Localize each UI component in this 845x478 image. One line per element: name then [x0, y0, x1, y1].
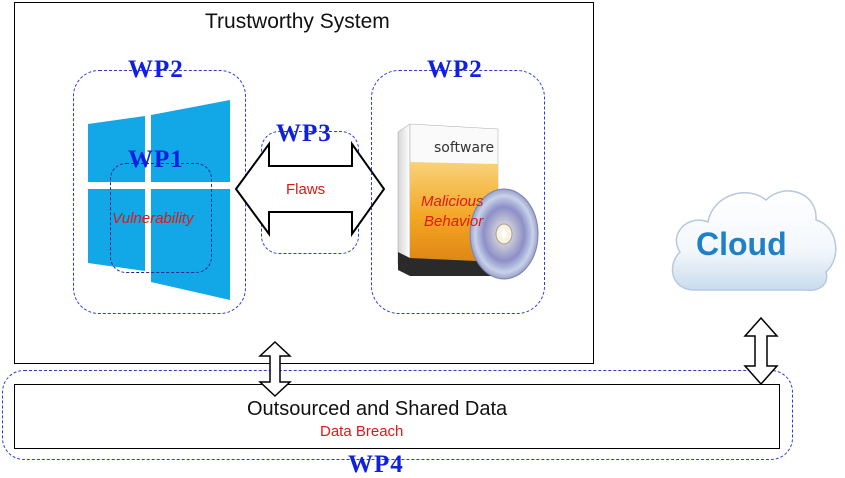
- software-box-icon: software: [397, 123, 539, 280]
- flaws-label: Flaws: [286, 181, 326, 198]
- vulnerability-label: Vulnerability: [112, 210, 194, 227]
- wp4-label: WP4: [348, 451, 404, 478]
- malicious-line1: Malicious: [421, 193, 484, 210]
- wp4-region: [2, 370, 793, 460]
- cloud-data-arrow: [743, 316, 779, 386]
- flaws-double-arrow: [234, 140, 386, 238]
- cloud-label: Cloud: [696, 226, 787, 262]
- wp1-label: WP1: [128, 146, 184, 173]
- wp1-region: [110, 163, 212, 273]
- cloud-icon: Cloud: [671, 190, 837, 292]
- malicious-line2: Behavior: [424, 213, 484, 230]
- wp3-label: WP3: [276, 120, 332, 147]
- wp2-right-label: WP2: [427, 56, 483, 83]
- data-breach-label: Data Breach: [320, 423, 404, 440]
- outsourced-data-box: [14, 384, 780, 449]
- outsourced-data-title: Outsourced and Shared Data: [247, 398, 508, 420]
- trustworthy-system-box: [14, 2, 594, 364]
- software-box-text: software: [434, 140, 494, 156]
- system-data-arrow: [258, 340, 292, 398]
- wp2-right-region: [371, 70, 545, 314]
- wp2-left-label: WP2: [128, 56, 184, 83]
- system-title: Trustworthy System: [205, 10, 390, 33]
